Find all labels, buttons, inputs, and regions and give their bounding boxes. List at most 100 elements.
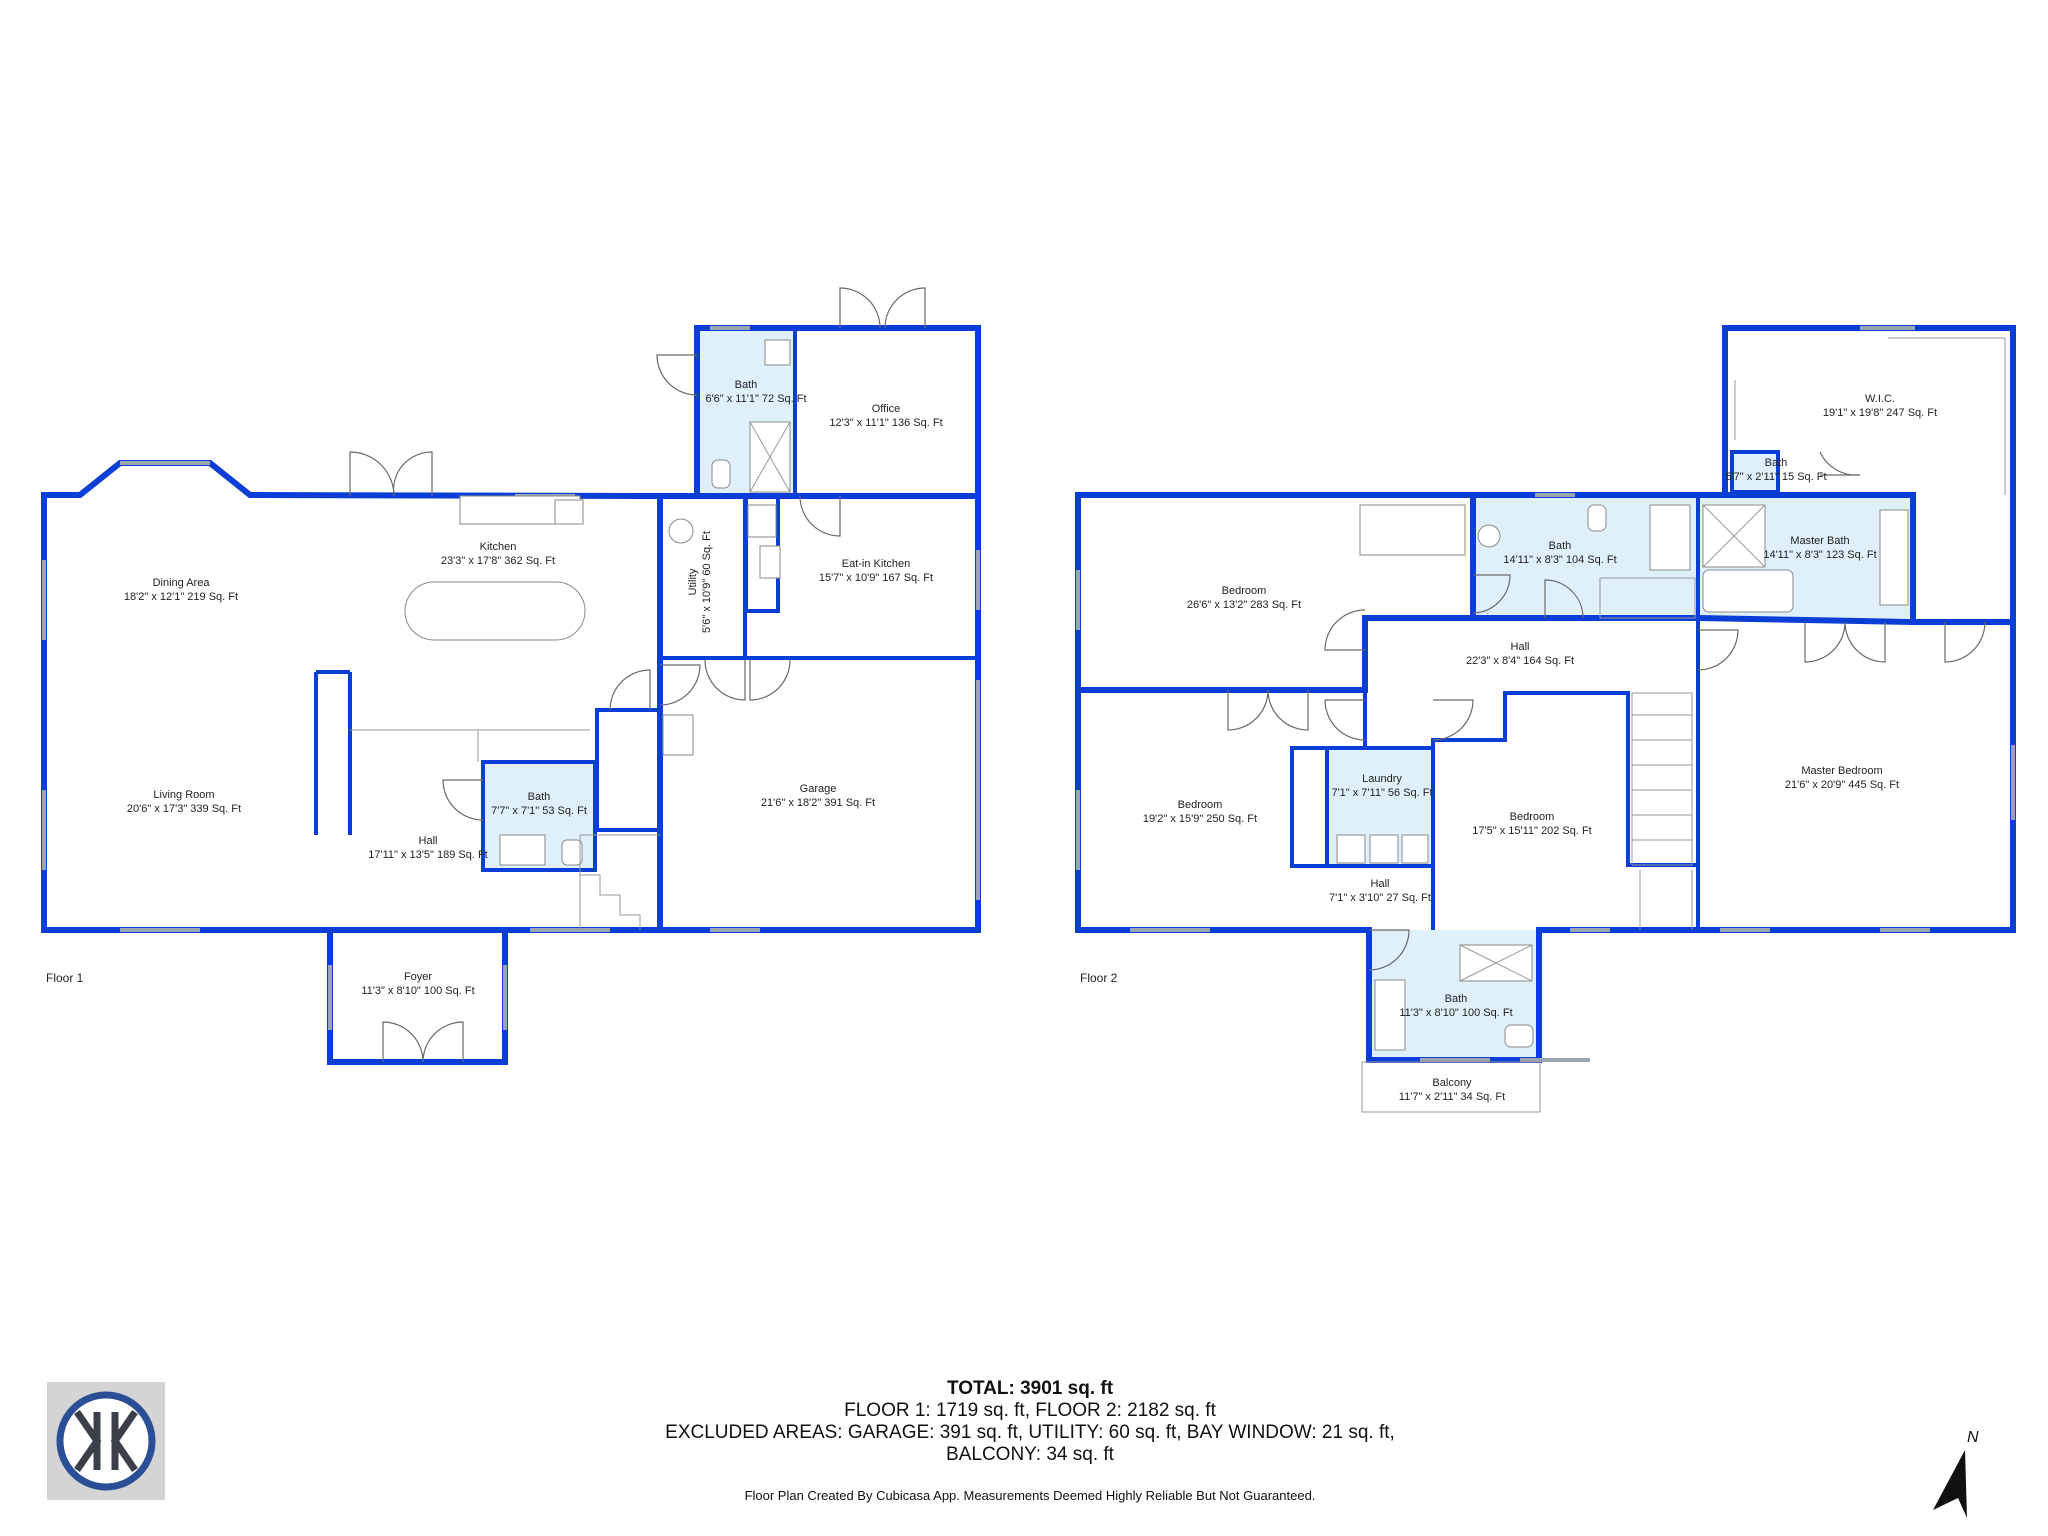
f2-door-swing — [1432, 699, 1474, 741]
f1-door-swing — [884, 287, 926, 329]
water-heater-icon — [668, 518, 694, 544]
f2-door-swing — [1324, 609, 1366, 651]
closet-shelf — [1359, 504, 1466, 556]
floor-label-2: Floor 2 — [1080, 971, 1118, 985]
f2-door-swing — [1697, 629, 1739, 671]
total-area: TOTAL: 3901 sq. ft — [946, 1378, 1114, 1399]
f1-upper-wing-wall — [694, 325, 981, 499]
toilet-icon — [711, 459, 731, 489]
f2-door-swing — [1819, 451, 1861, 476]
washer-icon — [1336, 834, 1366, 864]
f2-outer-wall-right — [1536, 619, 2016, 933]
vanity-icon — [1374, 979, 1406, 1051]
vanity-icon — [1879, 509, 1909, 606]
sink-icon — [747, 504, 777, 538]
north-arrow-icon: N — [1925, 1428, 1985, 1518]
f2-wall — [1431, 691, 1698, 930]
f2-door-swing — [1944, 621, 1986, 663]
floor-areas: FLOOR 1: 1719 sq. ft, FLOOR 2: 2182 sq. … — [844, 1400, 1216, 1421]
vanity-icon — [499, 834, 546, 866]
dryer-icon — [1369, 834, 1399, 864]
shower-icon — [1459, 944, 1533, 982]
area-summary: TOTAL: 3901 sq. ft FLOOR 1: 1719 sq. ft,… — [540, 1378, 1520, 1466]
f1-closet-wall — [595, 708, 662, 832]
f1-door-swing — [442, 779, 484, 821]
f2-door-swing — [1804, 621, 1846, 663]
floor-label-1: Floor 1 — [46, 971, 84, 985]
f1-door-swing — [422, 1021, 464, 1063]
f1-door-swing — [349, 451, 395, 497]
f2-door-swing — [1844, 621, 1886, 663]
wic-shelf — [1888, 337, 2006, 495]
f2-door-swing — [1472, 574, 1511, 614]
bathtub-icon — [1702, 569, 1794, 613]
f2-bath-small-wall — [1730, 450, 1780, 494]
sink-icon — [1401, 834, 1429, 864]
linen-closet — [1599, 577, 1696, 619]
f2-door-swing — [1267, 689, 1309, 731]
compass-north-label: N — [1967, 1429, 1979, 1446]
f1-door-swing — [799, 495, 841, 537]
f1-door-swing — [659, 664, 701, 706]
f1-door-swing — [656, 354, 698, 396]
f1-door-swing — [704, 659, 746, 701]
f1-door-swing — [392, 451, 433, 497]
stairs-icon — [1631, 692, 1693, 866]
f2-hall-north-wall — [1362, 615, 1917, 626]
toilet-icon — [561, 839, 583, 866]
f2-door-swing — [1227, 689, 1269, 731]
toilet-icon — [1587, 504, 1607, 532]
toilet-icon — [1504, 1024, 1534, 1048]
bathtub-icon — [1649, 504, 1691, 571]
f2-bath-small-fill — [1732, 452, 1778, 492]
f1-door-swing — [839, 287, 881, 329]
shower-icon — [1702, 504, 1766, 568]
f2-door-swing — [1544, 579, 1584, 619]
f2-closet-wall — [1290, 746, 1329, 868]
shower-icon — [749, 421, 791, 493]
cubicasa-logo-icon — [47, 1382, 165, 1500]
disclaimer-text: Floor Plan Created By Cubicasa App. Meas… — [744, 1488, 1316, 1503]
stairs-icon — [580, 874, 641, 930]
range-icon — [554, 499, 584, 525]
room-label-f2-wic: W.I.C.19'1" x 19'8" 247 Sq. Ft — [1823, 393, 1937, 419]
appliance-icon — [662, 714, 694, 756]
f1-door-swing — [609, 669, 651, 711]
f2-door-swing — [1368, 929, 1410, 971]
f1-door-swing — [382, 1021, 424, 1063]
sink-icon — [1477, 524, 1501, 548]
f1-door-swing — [749, 659, 791, 701]
balcony-area: BALCONY: 34 sq. ft — [946, 1444, 1114, 1465]
cooktop-icon — [759, 545, 781, 579]
f2-balcony-outline — [1361, 1061, 1541, 1113]
sink-icon — [764, 339, 791, 366]
excluded-areas: EXCLUDED AREAS: GARAGE: 391 sq. ft, UTIL… — [665, 1422, 1395, 1443]
kitchen-island — [404, 581, 586, 641]
f1-bay-window-wall — [41, 460, 664, 500]
